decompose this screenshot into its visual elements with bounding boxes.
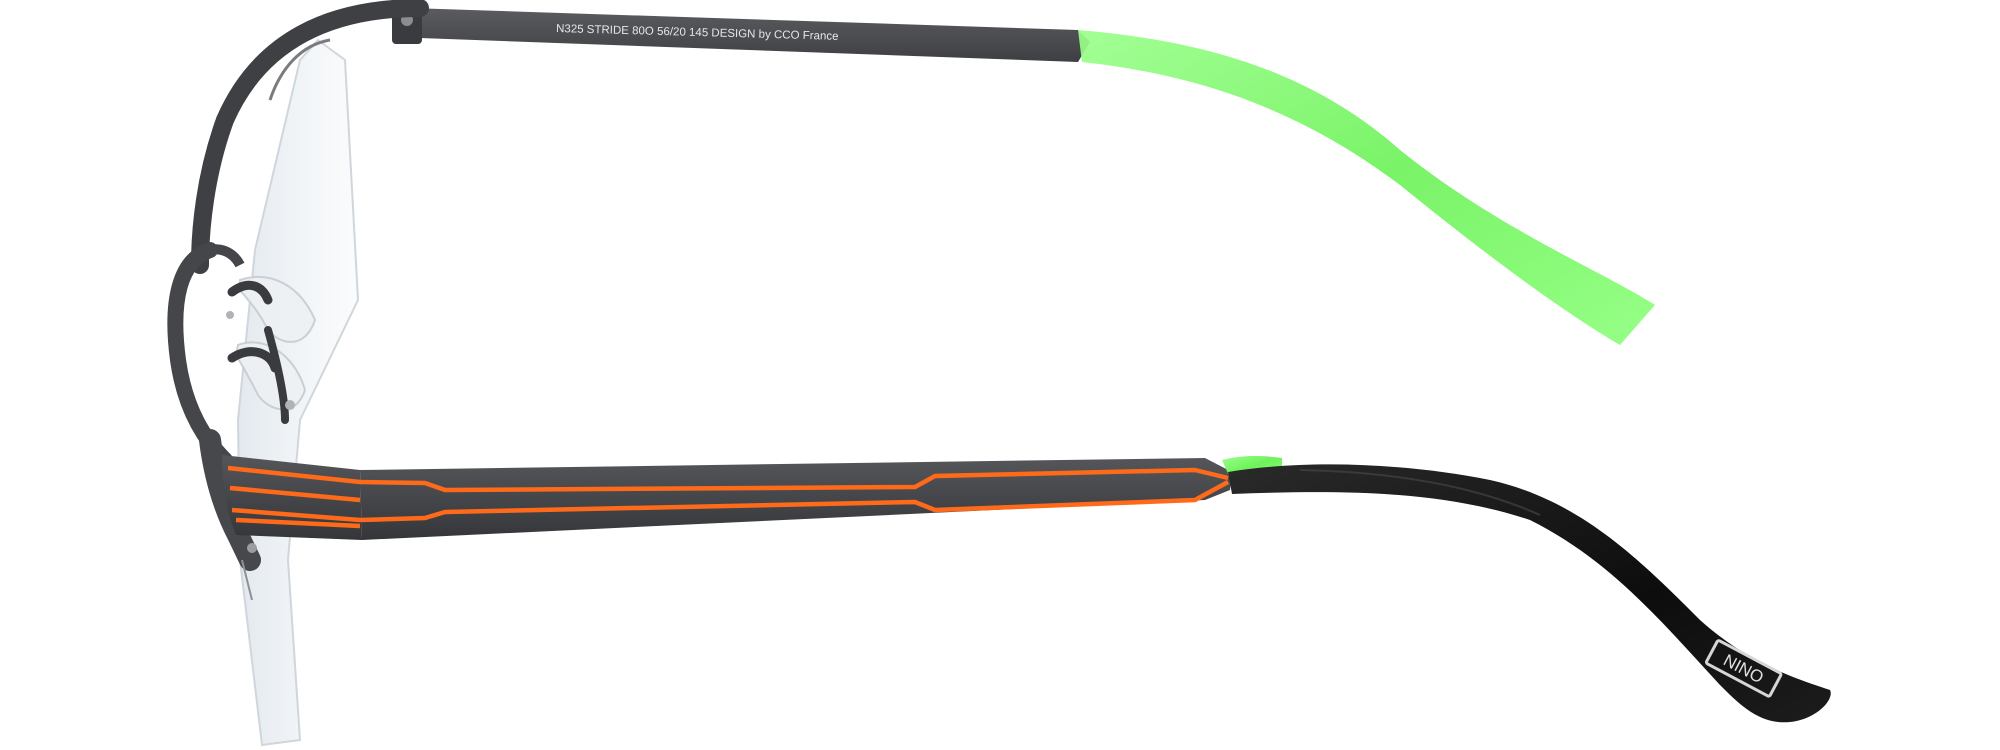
far-temple-green-tip: [1078, 30, 1655, 345]
upper-rim: [191, 0, 429, 274]
nose-pads: [226, 275, 317, 424]
far-temple: [392, 8, 1655, 345]
near-temple: [222, 455, 1232, 553]
black-temple-tip: [1228, 464, 1831, 723]
orange-accent-stripes: [227, 465, 1230, 529]
